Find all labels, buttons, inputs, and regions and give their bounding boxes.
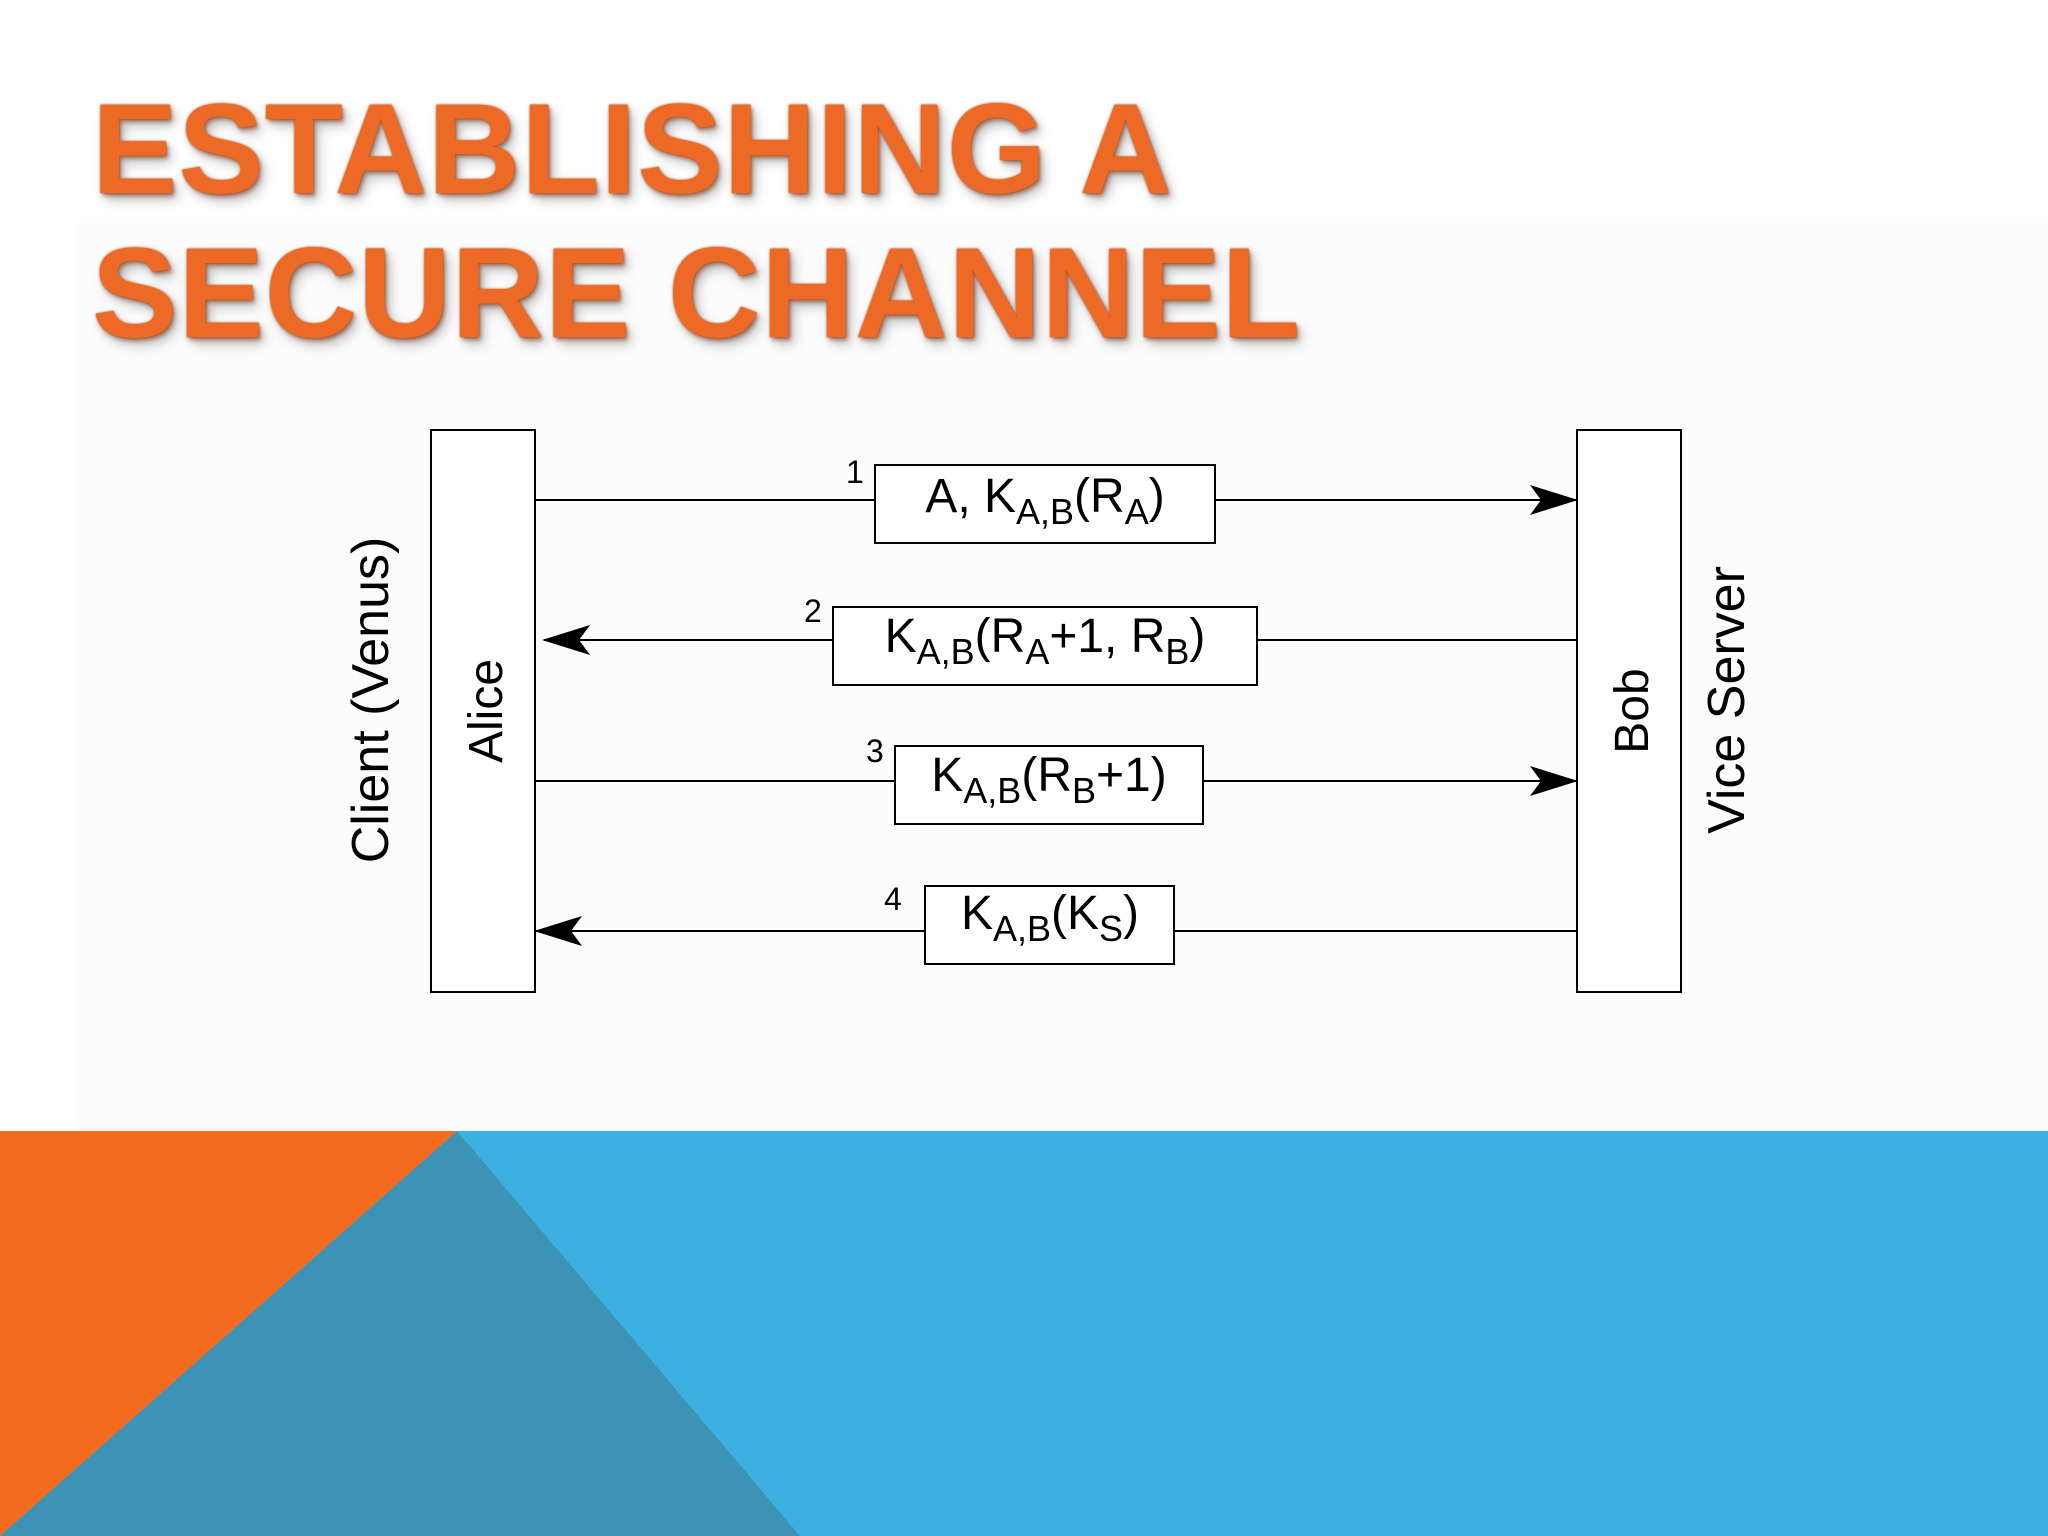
message-4-segment-4: ) [1123,887,1139,940]
message-3-label: KA,B(RB+1) [931,749,1166,811]
bob-box [1576,429,1682,993]
message-1-segment-0: A, K [925,470,1016,523]
alice-box [430,429,536,993]
band-dark-teal [0,1131,800,1536]
message-3-segment-4: +1) [1096,749,1167,802]
message-1-segment-4: ) [1149,470,1165,523]
message-3-segment-0: K [931,749,963,802]
message-3-segment-3: B [1072,770,1096,811]
message-2-segment-2: (R [975,610,1026,663]
message-4-box [924,885,1175,965]
message-1-segment-3: A [1125,491,1149,532]
message-4-segment-3: S [1099,908,1123,949]
client-venus-label: Client (Venus) [342,537,400,864]
message-2-step: 2 [804,593,822,629]
message-4-step: 4 [884,881,902,917]
band-orange [0,1131,457,1536]
message-3-segment-2: (R [1021,749,1072,802]
message-1-segment-2: (R [1074,470,1125,523]
message-2-segment-5: B [1165,631,1189,672]
message-1-box [874,464,1216,544]
message-3-segment-1: A,B [963,770,1021,811]
message-2-segment-1: A,B [917,631,975,672]
alice-label: Alice [460,659,513,763]
message-2-label: KA,B(RA+1, RB) [885,610,1206,672]
message-2-segment-4: +1, R [1049,610,1165,663]
slide-title-line-2: SECURE CHANNEL [92,222,1301,365]
message-2-segment-0: K [885,610,917,663]
message-1-segment-1: A,B [1016,491,1074,532]
message-1-label: A, KA,B(RA) [925,470,1164,532]
message-4-segment-2: (K [1051,887,1099,940]
message-3-step: 3 [866,733,884,769]
bob-label: Bob [1606,668,1659,753]
message-2-box [832,606,1258,686]
vice-server-label: Vice Server [1698,566,1756,834]
message-1-step: 1 [846,454,864,490]
decorative-bottom-band [0,1131,2048,1536]
message-3-box [894,745,1204,825]
message-4-label: KA,B(KS) [961,887,1139,949]
message-4-segment-0: K [961,887,993,940]
message-2-segment-6: ) [1189,610,1205,663]
slide-title-line-1: ESTABLISHING A [92,78,1173,221]
message-4-segment-1: A,B [993,908,1051,949]
message-2-segment-3: A [1025,631,1049,672]
